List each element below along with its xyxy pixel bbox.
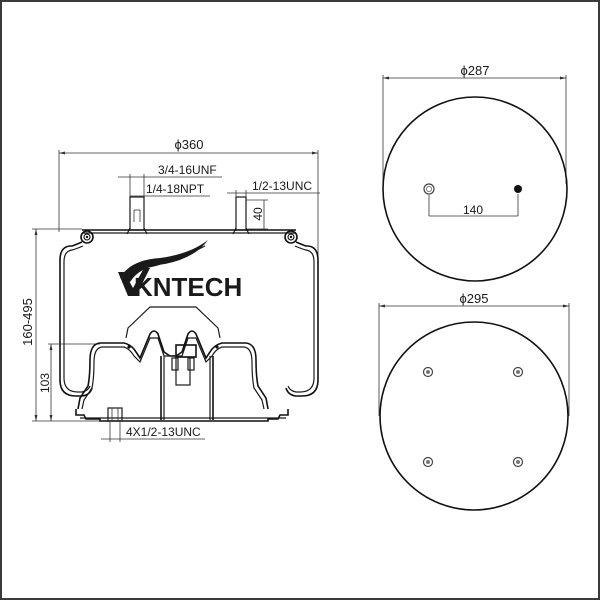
air-fitting-hole	[423, 183, 435, 195]
hole-spacing-label: 140	[463, 203, 483, 217]
stud-height-label: 40	[251, 207, 265, 221]
port-inner-thread-label: 1/4-18NPT	[146, 182, 205, 196]
top-port-fitting	[126, 196, 148, 235]
brand-logo: KNTECH	[118, 240, 242, 302]
bottom-thread-label: 4X1/2-13UNC	[126, 425, 201, 439]
piston-cap	[125, 306, 221, 339]
top-plate-diameter-label: ϕ287	[461, 63, 490, 78]
bottom-piston-outline	[379, 321, 569, 511]
top-plate-outline	[382, 96, 568, 282]
dim-port-inner-thread: 1/4-18NPT	[130, 182, 210, 197]
piston	[77, 330, 269, 410]
bolt-hole-bottom-left	[422, 456, 434, 468]
piston-height-label: 103	[38, 373, 52, 393]
dim-piston-height: 103	[38, 343, 100, 421]
bottom-piston-diameter-label: ϕ295	[460, 291, 489, 306]
dim-outer-diameter-label: ϕ360	[175, 137, 204, 152]
base-plate	[75, 409, 289, 422]
dim-outer-diameter: ϕ360	[58, 137, 319, 290]
center-bolt	[171, 344, 197, 386]
logo-wordmark: KNTECH	[134, 272, 242, 302]
bolt-hole-top-left	[422, 366, 434, 378]
right-crimp	[284, 230, 298, 244]
side-view: ϕ360 3/4-16UNF 1/4-18NPT 1/2-13UNC 40	[20, 137, 320, 442]
bolt-hole-bottom-right	[512, 456, 524, 468]
logo-v-mark	[118, 268, 150, 296]
bellows	[59, 241, 319, 397]
port-thread-label: 3/4-16UNF	[158, 163, 217, 177]
bottom-piston-view: ϕ295	[378, 291, 570, 511]
top-stud	[232, 196, 250, 235]
top-plate-view: ϕ287 140	[382, 63, 568, 282]
dim-stud-height: 40	[246, 199, 268, 230]
bolt-hole-top-right	[512, 366, 524, 378]
dim-bottom-thread: 4X1/2-13UNC	[101, 421, 205, 442]
stud-hole-mark	[514, 185, 522, 193]
piston-columns	[160, 356, 214, 420]
height-range-label: 160-495	[20, 298, 35, 346]
left-crimp	[80, 230, 94, 244]
bottom-stud	[107, 407, 123, 422]
stud-thread-label: 1/2-13UNC	[252, 179, 312, 193]
dim-port-thread: 3/4-16UNF	[118, 163, 222, 198]
